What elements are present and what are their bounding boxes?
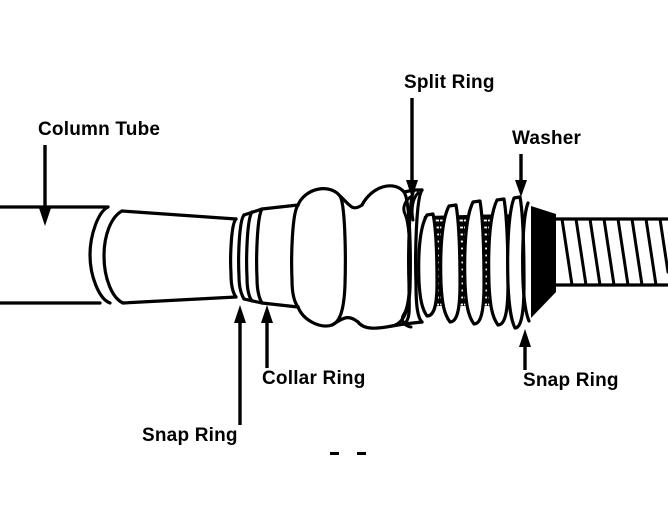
coil-spring-helix: [417, 197, 516, 327]
label-snap-ring-right-group: Snap Ring: [519, 329, 619, 391]
label-snap-ring-left: Snap Ring: [142, 425, 238, 446]
shaft-shoulder-block: [531, 206, 556, 318]
label-column-tube: Column Tube: [38, 119, 160, 140]
label-collar-ring-group: Collar Ring: [261, 305, 366, 389]
label-collar-ring: Collar Ring: [262, 368, 366, 389]
arrow-snap-ring-right: [519, 329, 531, 370]
label-split-ring-group: Split Ring: [404, 72, 495, 198]
arrow-collar-ring: [261, 305, 273, 368]
arrow-split-ring: [406, 98, 418, 198]
label-column-tube-group: Column Tube: [38, 119, 160, 226]
split-ring-wire: [400, 191, 420, 329]
threaded-shaft-end: [554, 217, 668, 287]
arrow-snap-ring-left: [234, 305, 246, 425]
label-snap-ring-left-group: Snap Ring: [142, 305, 246, 446]
arrow-column-tube: [39, 145, 51, 226]
label-washer: Washer: [512, 128, 582, 149]
label-split-ring: Split Ring: [404, 72, 495, 93]
scan-artifact-dashes: [330, 452, 366, 455]
arrow-washer: [515, 154, 527, 197]
collar-ring-band: [242, 203, 300, 309]
assembly-drawing: [0, 184, 668, 330]
column-tube-body: [0, 205, 238, 305]
snap-ring-groove-left: [229, 213, 246, 301]
snap-ring-groove-right: [521, 201, 531, 323]
label-washer-group: Washer: [512, 128, 582, 197]
label-snap-ring-right: Snap Ring: [523, 370, 619, 391]
